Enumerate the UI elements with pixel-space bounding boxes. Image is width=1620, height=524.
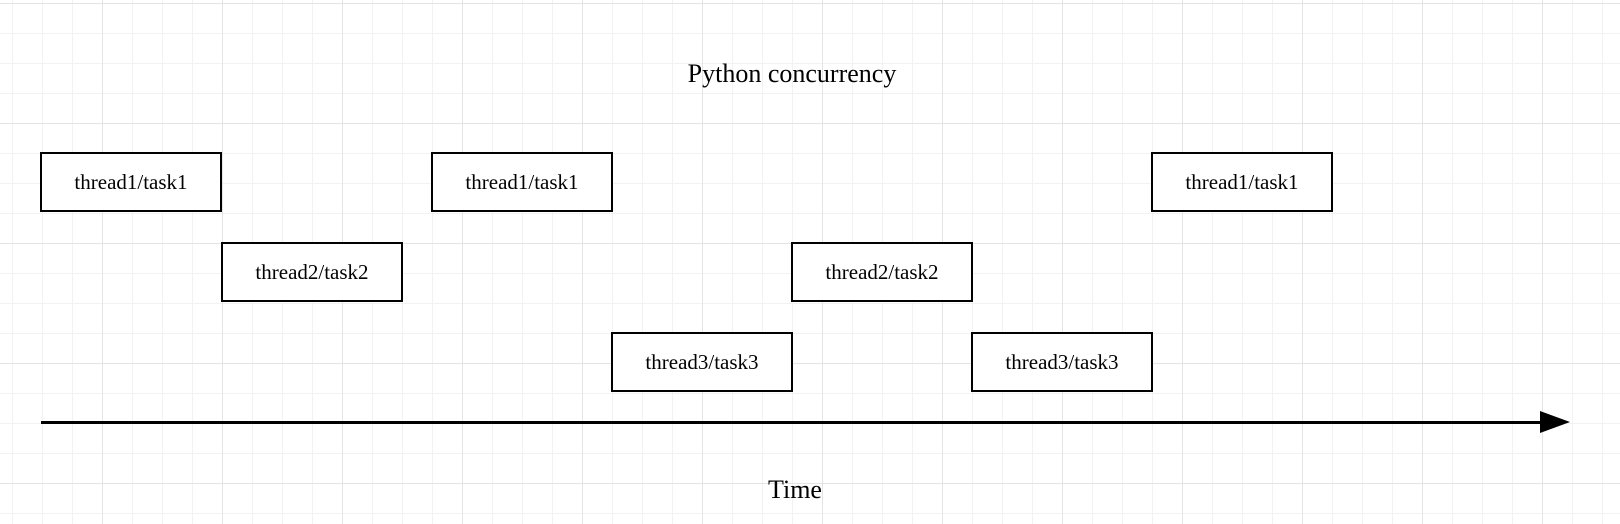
- task-box-thread1-task1: thread1/task1: [1151, 152, 1333, 212]
- task-box-thread3-task3: thread3/task3: [971, 332, 1153, 392]
- arrow-right-icon: [1540, 411, 1570, 433]
- time-axis-label: Time: [768, 475, 822, 504]
- task-box-thread1-task1: thread1/task1: [40, 152, 222, 212]
- task-box-thread1-task1: thread1/task1: [431, 152, 613, 212]
- time-axis-line: [41, 421, 1547, 424]
- diagram-title: Python concurrency: [687, 59, 897, 88]
- task-box-thread2-task2: thread2/task2: [221, 242, 403, 302]
- task-box-thread2-task2: thread2/task2: [791, 242, 973, 302]
- task-box-thread3-task3: thread3/task3: [611, 332, 793, 392]
